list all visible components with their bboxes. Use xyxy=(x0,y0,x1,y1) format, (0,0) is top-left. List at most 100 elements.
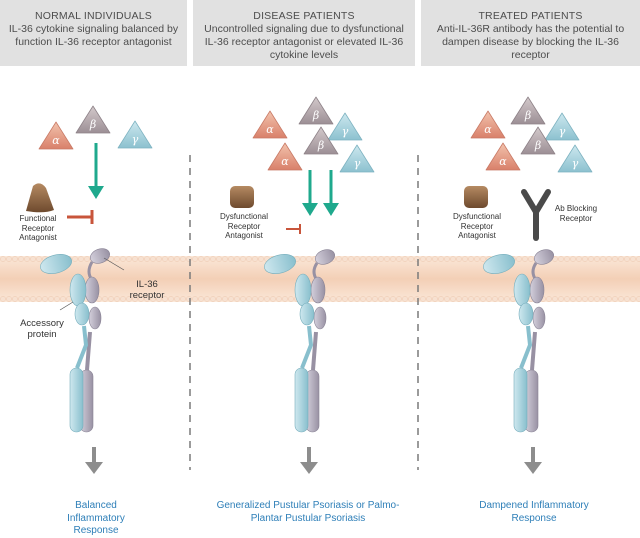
membrane-bead xyxy=(636,256,640,262)
membrane-bead xyxy=(240,296,246,302)
membrane-bead xyxy=(222,256,228,262)
membrane-bead xyxy=(306,256,312,262)
membrane-bead xyxy=(216,296,222,302)
svg-text:α: α xyxy=(484,123,492,136)
il36-receptor-label: IL-36 receptor xyxy=(129,279,165,301)
membrane-bead xyxy=(636,296,640,302)
panel-disease: β α γ β α γ xyxy=(230,96,375,474)
membrane-bead xyxy=(456,256,462,262)
cytokine-beta: β xyxy=(298,96,334,125)
membrane-bead xyxy=(624,296,630,302)
membrane-bead xyxy=(324,296,330,302)
membrane-bead xyxy=(420,296,426,302)
membrane-bead xyxy=(174,296,180,302)
svg-text:γ: γ xyxy=(354,157,361,170)
membrane-bead xyxy=(108,256,114,262)
membrane-bead xyxy=(360,296,366,302)
panel-description: Uncontrolled signaling due to dysfunctio… xyxy=(204,23,404,61)
membrane-bead xyxy=(468,256,474,262)
membrane-bead xyxy=(396,296,402,302)
membrane-bead xyxy=(246,296,252,302)
membrane-bead xyxy=(570,296,576,302)
membrane-bead xyxy=(378,296,384,302)
dysfunctional-antagonist-icon xyxy=(230,186,254,208)
cytokine-alpha: α xyxy=(38,121,74,150)
membrane-bead xyxy=(228,296,234,302)
panel-header-disease: DISEASE PATIENTS Uncontrolled signaling … xyxy=(193,0,415,66)
functional-antagonist-icon xyxy=(26,183,54,213)
membrane-bead xyxy=(450,256,456,262)
accessory-protein xyxy=(264,254,315,433)
membrane-bead xyxy=(240,256,246,262)
membrane-bead xyxy=(192,296,198,302)
membrane-bead xyxy=(204,256,210,262)
membrane-bead xyxy=(12,256,18,262)
receptor-complex xyxy=(264,249,335,433)
receptor-complex xyxy=(40,248,125,433)
accessory-protein xyxy=(483,254,534,433)
membrane-bead xyxy=(594,296,600,302)
membrane-bead xyxy=(246,256,252,262)
membrane-bead xyxy=(480,256,486,262)
membrane-bead xyxy=(162,256,168,262)
membrane-bead xyxy=(474,296,480,302)
svg-text:β: β xyxy=(534,139,541,152)
panel-header-normal: NORMAL INDIVIDUALS IL-36 cytokine signal… xyxy=(0,0,187,66)
membrane-bead xyxy=(618,296,624,302)
membrane-bead xyxy=(210,256,216,262)
membrane-bead xyxy=(138,256,144,262)
accessory-protein xyxy=(40,254,90,433)
membrane-bead xyxy=(450,296,456,302)
membrane-bead xyxy=(546,296,552,302)
membrane-bead xyxy=(528,256,534,262)
membrane-bead xyxy=(624,256,630,262)
membrane-bead xyxy=(12,296,18,302)
membrane-bead xyxy=(618,256,624,262)
membrane-bead xyxy=(174,256,180,262)
membrane-bead xyxy=(258,296,264,302)
membrane-bead xyxy=(168,296,174,302)
membrane-bead xyxy=(600,256,606,262)
functional-antagonist-label: Functional Receptor Antagonist xyxy=(19,214,57,242)
membrane-bead xyxy=(252,296,258,302)
cytokine-beta: β xyxy=(520,126,556,155)
membrane-bead xyxy=(354,256,360,262)
dysfunctional-antagonist-label: Dysfunctional Receptor Antagonist xyxy=(452,212,502,240)
membrane-bead xyxy=(192,256,198,262)
svg-text:γ: γ xyxy=(559,125,566,138)
membrane-bead xyxy=(228,256,234,262)
membrane-bead xyxy=(144,256,150,262)
membrane-bead xyxy=(420,256,426,262)
membrane-bead xyxy=(24,256,30,262)
membrane-bead xyxy=(0,296,6,302)
membrane-bead xyxy=(120,256,126,262)
membrane-bead xyxy=(354,296,360,302)
membrane-bead xyxy=(564,256,570,262)
membrane-bead xyxy=(270,296,276,302)
membrane-bead xyxy=(438,256,444,262)
membrane-bead xyxy=(366,256,372,262)
membrane-bead xyxy=(264,296,270,302)
dysfunctional-antagonist-label: Dysfunctional Receptor Antagonist xyxy=(219,212,269,240)
membrane-bead xyxy=(606,256,612,262)
membrane-bead xyxy=(402,256,408,262)
membrane-bead xyxy=(282,296,288,302)
membrane-bead xyxy=(384,256,390,262)
membrane-bead xyxy=(630,296,636,302)
membrane-bead xyxy=(552,296,558,302)
membrane-bead xyxy=(408,256,414,262)
panel-title: TREATED PATIENTS xyxy=(478,10,583,22)
membrane-bead xyxy=(72,256,78,262)
membrane-bead xyxy=(42,296,48,302)
membrane-bead xyxy=(426,256,432,262)
membrane-bead xyxy=(474,256,480,262)
membrane-bead xyxy=(204,296,210,302)
svg-text:β: β xyxy=(312,109,319,122)
membrane-bead xyxy=(24,296,30,302)
membrane-bead xyxy=(54,296,60,302)
membrane-bead xyxy=(150,296,156,302)
membrane-bead xyxy=(432,256,438,262)
membrane-bead xyxy=(276,296,282,302)
cytokine-alpha: α xyxy=(470,110,506,139)
membrane-bead xyxy=(576,256,582,262)
